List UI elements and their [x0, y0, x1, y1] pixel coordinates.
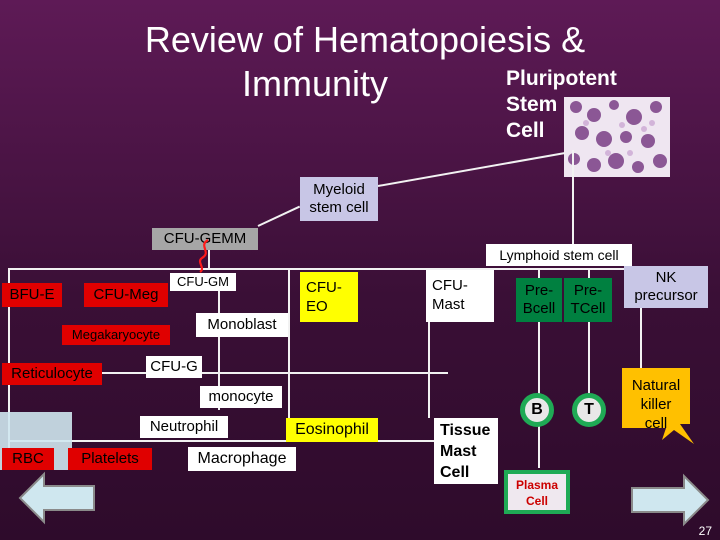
connector-eo-down [288, 268, 290, 418]
cfu-gemm-label: CFU-GEMM [163, 230, 247, 247]
platelets-box: Platelets [68, 448, 152, 470]
pre-bcell-line-1: Pre- [524, 282, 554, 299]
eosinophil-label: Eosinophil [295, 421, 369, 438]
platelets-label: Platelets [81, 450, 139, 467]
b-cell-circle: B [520, 393, 554, 427]
tissue-mast-cell-box: Tissue Mast Cell [434, 418, 498, 484]
pre-bcell-box: Pre- Bcell [516, 278, 562, 322]
pre-tcell-line-2: TCell [570, 300, 606, 317]
cfu-g-label: CFU-G [150, 358, 198, 375]
connector-plasma-down [538, 420, 540, 468]
pre-bcell-line-2: Bcell [522, 300, 556, 317]
rbc-box: RBC [2, 448, 54, 470]
reticulocyte-box: Reticulocyte [2, 363, 102, 385]
connector-rbc-horizontal [8, 440, 448, 442]
stem-cell-photo [564, 97, 670, 177]
nk-precursor-box: NK precursor [624, 266, 708, 308]
pre-tcell-line-1: Pre- [573, 282, 603, 299]
natural-killer-cell-label: Natural killer cell [622, 376, 690, 433]
nk-callout-shape [622, 368, 694, 444]
bfu-e-box: BFU-E [2, 283, 62, 307]
bfu-e-label: BFU-E [9, 286, 55, 303]
connector-myeloid-gemm [257, 205, 301, 227]
plasma-cell-box: Plasma Cell [504, 470, 570, 514]
connector-stem-myeloid [377, 152, 566, 187]
monoblast-label: Monoblast [207, 316, 277, 333]
reticulocyte-label: Reticulocyte [11, 365, 93, 382]
nk-cell-line-1: Natural [631, 377, 681, 394]
nk-cell-line-3: cell [644, 415, 668, 432]
cfu-eo-box: CFU- EO [300, 272, 358, 322]
arrow-left-icon[interactable] [18, 470, 98, 526]
connector-lower-horizontal [8, 372, 448, 374]
page-number: 27 [698, 524, 712, 538]
b-cell-label: B [531, 401, 543, 418]
megakaryocyte-box: Megakaryocyte [62, 325, 170, 345]
pluri-line-3: Cell [506, 119, 545, 142]
stem-cell-micrograph [564, 97, 670, 177]
neutrophil-box: Neutrophil [140, 416, 228, 438]
macrophage-box: Macrophage [188, 447, 296, 471]
myeloid-line-2: stem cell [309, 199, 369, 216]
neutrophil-label: Neutrophil [149, 418, 219, 435]
t-cell-circle: T [572, 393, 606, 427]
megakaryocyte-label: Megakaryocyte [71, 327, 161, 342]
connector-cfu-gm-down [218, 290, 220, 410]
page-title: Review of Hematopoiesis & Immunity [0, 18, 720, 106]
t-cell-label: T [584, 401, 594, 418]
cfu-gemm-box: CFU-GEMM [152, 228, 258, 250]
arrow-right-icon[interactable] [628, 472, 710, 528]
cfu-eo-line-2: EO [306, 298, 328, 315]
title-line-1: Review of Hematopoiesis & [144, 19, 586, 60]
lymphoid-label: Lymphoid stem cell [499, 247, 619, 263]
eosinophil-box: Eosinophil [286, 418, 378, 442]
pluripotent-stem-cell-label: Pluripotent Stem Cell [506, 66, 617, 144]
myeloid-stem-cell-box: Myeloid stem cell [300, 177, 378, 221]
connector-main-horizontal [8, 268, 708, 270]
lymphoid-stem-cell-box: Lymphoid stem cell [486, 244, 632, 266]
pluri-line-2: Stem [506, 93, 558, 116]
connector-stem-vertical [572, 150, 574, 250]
cfu-mast-box: CFU- Mast [426, 270, 494, 322]
connector-pret-down [588, 268, 590, 398]
tissue-mast-line-1: Tissue [440, 422, 491, 439]
plasma-line-2: Cell [525, 494, 548, 508]
cfu-g-box: CFU-G [146, 356, 202, 378]
nk-precursor-line-2: precursor [634, 287, 698, 304]
cfu-gm-box: CFU-GM [170, 273, 236, 291]
cfu-mast-line-1: CFU- [432, 277, 468, 294]
title-line-2: Immunity [241, 63, 389, 104]
monocyte-box: monocyte [200, 386, 282, 408]
tissue-mast-line-3: Cell [440, 464, 470, 481]
pluri-line-1: Pluripotent [506, 67, 617, 90]
connector-nk-down [640, 268, 642, 368]
cfu-meg-label: CFU-Meg [93, 286, 159, 303]
connector-mast-down [428, 268, 430, 418]
plasma-line-1: Plasma [515, 478, 559, 492]
cfu-eo-line-1: CFU- [306, 279, 342, 296]
macrophage-label: Macrophage [197, 450, 287, 467]
monoblast-box: Monoblast [196, 313, 288, 337]
monocyte-label: monocyte [208, 388, 274, 405]
nk-precursor-line-1: NK [655, 269, 677, 286]
cfu-meg-box: CFU-Meg [84, 283, 168, 307]
rbc-label: RBC [12, 450, 44, 467]
myeloid-line-1: Myeloid [313, 181, 365, 198]
nk-cell-line-2: killer [640, 396, 672, 413]
connector-preb-down [538, 268, 540, 398]
tissue-mast-line-2: Mast [440, 443, 477, 460]
connector-gemm-down [208, 250, 210, 268]
cfu-gm-label: CFU-GM [177, 274, 229, 289]
pre-tcell-box: Pre- TCell [564, 278, 612, 322]
red-squiggle-icon [198, 239, 209, 273]
cfu-mast-line-2: Mast [432, 296, 465, 313]
